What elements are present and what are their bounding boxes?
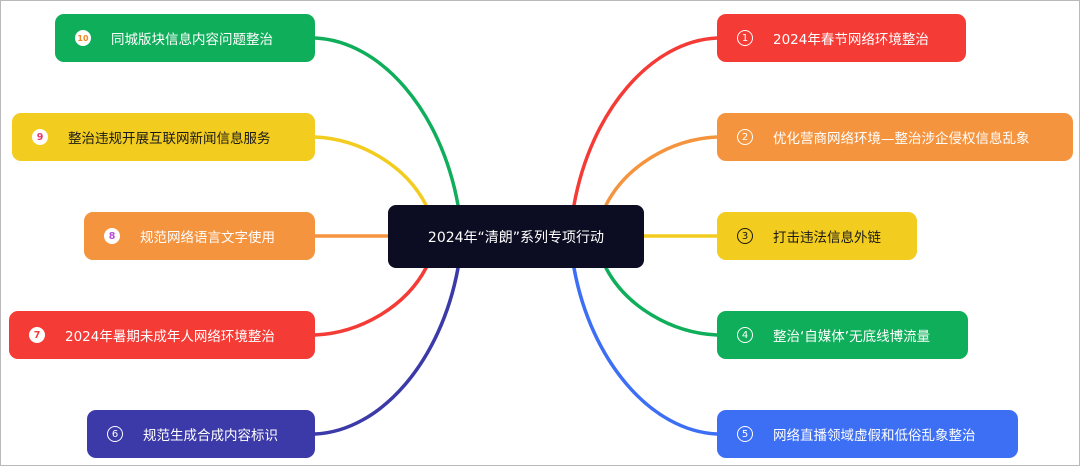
topic-label-9: 整治违规开展互联网新闻信息服务 (68, 131, 271, 147)
topic-node-4[interactable]: 4 整治‘自媒体’无底线博流量 (717, 311, 968, 359)
topic-label-5: 网络直播领域虚假和低俗乱象整治 (773, 428, 976, 444)
topic-node-9[interactable]: 9 整治违规开展互联网新闻信息服务 (12, 113, 315, 161)
topic-node-2[interactable]: 2 优化营商网络环境—整治涉企侵权信息乱象 (717, 113, 1073, 161)
branch-line-1 (572, 36, 719, 207)
topic-label-1: 2024年春节网络环境整治 (773, 32, 929, 48)
number-badge-9: 9 (32, 129, 48, 145)
number-badge-4: 4 (737, 327, 753, 343)
central-topic[interactable]: 2024年“清朗”系列专项行动 (388, 205, 644, 268)
topic-node-5[interactable]: 5 网络直播领域虚假和低俗乱象整治 (717, 410, 1018, 458)
number-badge-1: 1 (737, 30, 753, 46)
topic-node-1[interactable]: 1 2024年春节网络环境整治 (717, 14, 966, 62)
topic-label-4: 整治‘自媒体’无底线博流量 (773, 329, 931, 345)
branch-line-5 (572, 266, 719, 436)
topic-label-10: 同城版块信息内容问题整治 (111, 32, 273, 48)
topic-label-6: 规范生成合成内容标识 (143, 428, 278, 444)
topic-node-8[interactable]: 8 规范网络语言文字使用 (84, 212, 315, 260)
number-badge-8: 8 (104, 228, 120, 244)
topic-label-7: 2024年暑期未成年人网络环境整治 (65, 329, 275, 345)
number-badge-5: 5 (737, 426, 753, 442)
topic-node-7[interactable]: 7 2024年暑期未成年人网络环境整治 (9, 311, 315, 359)
branch-line-10 (313, 36, 460, 207)
topic-node-3[interactable]: 3 打击违法信息外链 (717, 212, 917, 260)
branch-line-6 (313, 266, 460, 436)
topic-label-8: 规范网络语言文字使用 (140, 230, 275, 246)
branch-line-9 (313, 135, 428, 207)
number-badge-2: 2 (737, 129, 753, 145)
number-badge-6: 6 (107, 426, 123, 442)
number-badge-7: 7 (29, 327, 45, 343)
central-topic-label: 2024年“清朗”系列专项行动 (427, 229, 605, 246)
topic-label-2: 优化营商网络环境—整治涉企侵权信息乱象 (773, 131, 1030, 147)
branch-line-7 (313, 266, 428, 337)
number-badge-3: 3 (737, 228, 753, 244)
branch-line-4 (604, 266, 719, 337)
topic-node-10[interactable]: 10 同城版块信息内容问题整治 (55, 14, 315, 62)
branch-line-2 (604, 135, 719, 207)
topic-node-6[interactable]: 6 规范生成合成内容标识 (87, 410, 315, 458)
topic-label-3: 打击违法信息外链 (773, 230, 881, 246)
number-badge-10: 10 (75, 30, 91, 46)
